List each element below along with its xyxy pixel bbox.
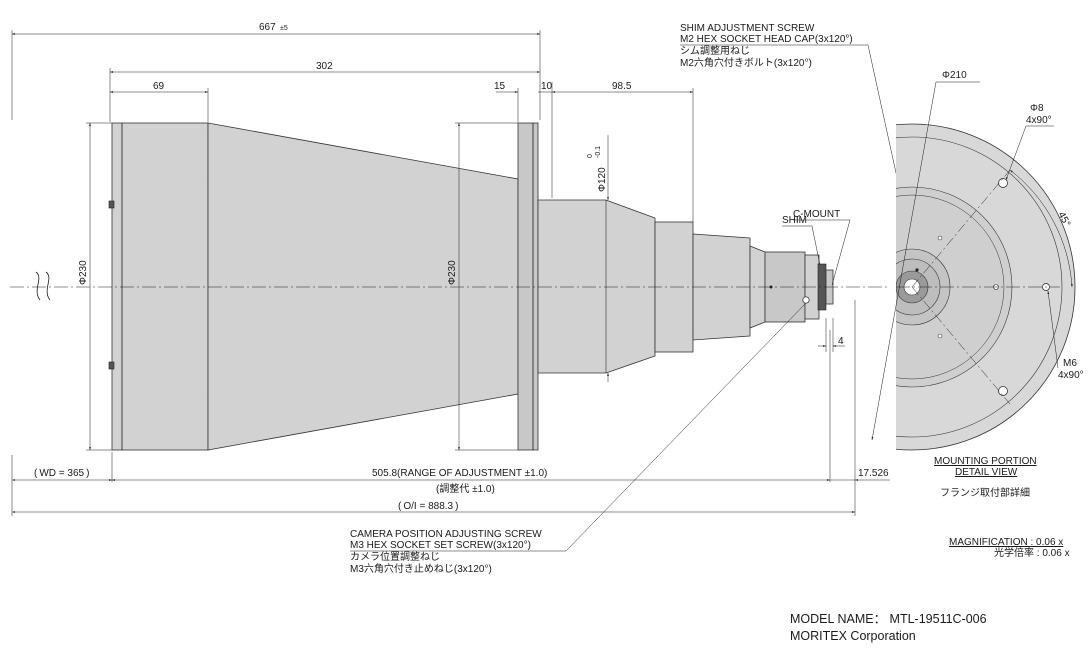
dim-98-5: 98.5 — [612, 81, 632, 92]
model-name: MODEL NAME： MTL-19511C-006 — [790, 612, 987, 626]
dim-dia120-tol-upper: 0 — [587, 154, 594, 158]
label-camera-3: カメラ位置調整ねじ — [350, 550, 440, 563]
dim-15: 15 — [494, 81, 506, 92]
dim-overall: 667 — [259, 22, 276, 33]
break-mark — [35, 271, 51, 301]
label-shim-adjust-3: シム調整用ねじ — [680, 44, 750, 57]
dim-dia8: Φ8 — [1030, 103, 1044, 114]
dim-overall-tol: ±5 — [280, 25, 288, 32]
label-mounting-2: DETAIL VIEW — [955, 467, 1018, 478]
dim-dia120-tol-lower: -0.1 — [595, 146, 602, 158]
adjusting-screw-head — [802, 296, 810, 304]
company-name: MORITEX Corporation — [790, 629, 916, 643]
label-c-mount: C-MOUNT — [793, 209, 840, 220]
barrel-mark-top — [108, 200, 115, 209]
label-shim-adjust-1: SHIM ADJUSTMENT SCREW — [680, 23, 815, 34]
rear-body — [537, 199, 656, 374]
label-shim: SHIM — [782, 215, 807, 226]
dim-69: 69 — [153, 81, 165, 92]
front-barrel — [111, 122, 209, 451]
dim-dia210: Φ210 — [942, 70, 967, 81]
dim-dia230-left: Φ230 — [78, 260, 89, 285]
dim-4: 4 — [838, 336, 844, 347]
label-camera-2: M3 HEX SOCKET SET SCREW(3x120°) — [350, 540, 531, 551]
mounting-detail-view: 45° Φ210 Φ8 4x90° M6 4x90° — [871, 70, 1084, 451]
dim-oi: (O/I = 888.3) — [398, 501, 458, 512]
dim-302: 302 — [316, 61, 333, 72]
dim-m6: M6 — [1063, 358, 1077, 369]
label-camera-1: CAMERA POSITION ADJUSTING SCREW — [350, 529, 542, 540]
label-camera-4: M3六角穴付き止めねじ(3x120°) — [350, 562, 492, 575]
dim-17-526: 17.526 — [858, 468, 889, 479]
barrel-mark-bottom — [108, 361, 115, 370]
tapered-cone — [207, 122, 519, 451]
dim-range: 505.8(RANGE OF ADJUSTMENT ±1.0) — [372, 468, 547, 479]
label-mounting-1: MOUNTING PORTION — [934, 456, 1037, 467]
mounting-flange — [517, 122, 539, 451]
dim-dia230-mid: Φ230 — [447, 260, 458, 285]
label-mounting-jp: フランジ取付部詳細 — [940, 486, 1030, 499]
label-magnification-jp: 光学倍率 : 0.06 x — [994, 546, 1070, 559]
lens-side-view — [108, 122, 834, 451]
dim-m6-count: 4x90° — [1058, 370, 1084, 381]
label-shim-adjust-2: M2 HEX SOCKET HEAD CAP(3x120°) — [680, 34, 853, 45]
dim-10: 10 — [541, 81, 553, 92]
dim-dia8-count: 4x90° — [1026, 115, 1052, 126]
label-magnification: MAGNIFICATION : 0.06 x — [949, 537, 1063, 548]
dim-range-jp: (調整代 ±1.0) — [436, 482, 495, 495]
dim-dia120: Φ120 — [597, 167, 608, 192]
label-shim-adjust-4: M2六角穴付きボルト(3x120°) — [680, 56, 812, 69]
dim-wd: (WD = 365) — [34, 468, 89, 479]
